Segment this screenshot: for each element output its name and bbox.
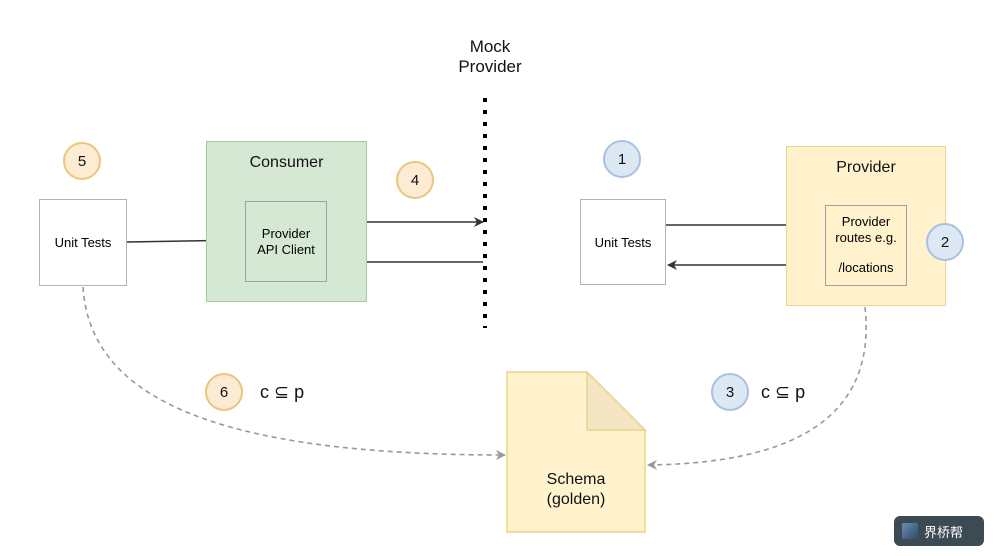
schema-label: Schema (golden) [507,470,645,510]
step-badge-1: 1 [603,140,641,178]
provider-api-client-line2: API Client [257,241,315,257]
step-badge-2: 2 [926,223,964,261]
watermark-text: 界桥帮 [924,524,964,540]
mock-provider-title-line2: Provider [458,57,522,76]
schema-label-line1: Schema [546,471,606,488]
unit-tests-left-box: Unit Tests [39,199,127,286]
schema-document [506,370,647,533]
watermark-badge: 界桥帮 [894,516,984,546]
dashed-provider-to-schema [647,306,867,470]
step-badge-5: 5 [63,142,101,180]
dashed-consumer-to-schema [82,286,506,460]
step-badge-6: 6 [205,373,243,411]
provider-routes-box: Provider routes e.g. /locations [825,205,907,286]
provider-routes-line2: routes e.g. [835,230,897,245]
consumer-title: Consumer [249,154,324,171]
provider-title: Provider [836,159,896,176]
schema-label-line2: (golden) [546,491,606,508]
unit-tests-right-label: Unit Tests [594,234,652,250]
relation-label-consumer: c ⊆ p [260,382,305,402]
mock-provider-title-line1: Mock [469,37,511,56]
relation-label-provider: c ⊆ p [761,382,806,402]
provider-api-client-box: Provider API Client [245,201,327,282]
provider-api-client-line1: Provider [261,225,311,241]
provider-routes-line3: /locations [838,260,894,275]
provider-routes-line1: Provider [841,214,891,229]
step-badge-4: 4 [396,161,434,199]
watermark-logo-icon [902,523,918,539]
unit-tests-left-label: Unit Tests [54,235,112,250]
unit-tests-right-box: Unit Tests [580,199,666,285]
mock-provider-title: Mock Provider [440,37,540,77]
step-badge-3: 3 [711,373,749,411]
